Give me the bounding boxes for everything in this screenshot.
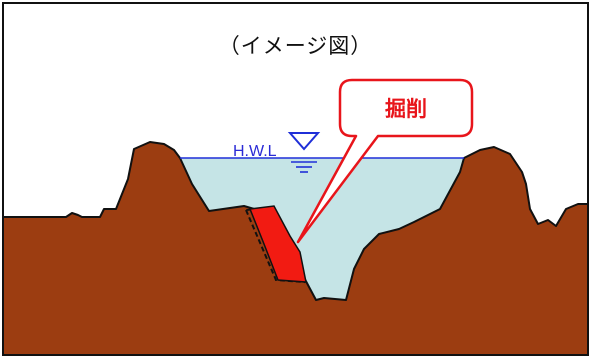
callout-label: 掘削	[385, 97, 427, 121]
callout-bubble	[296, 78, 474, 244]
ground-embankment	[4, 141, 587, 354]
water-level-marker-icon	[287, 132, 321, 173]
diagram-frame: （イメージ図） H.W.L 掘削	[2, 2, 589, 356]
river-water	[180, 158, 464, 300]
diagram-caption: （イメージ図）	[218, 34, 373, 58]
excavation-area	[248, 205, 307, 283]
hwl-label: H.W.L	[233, 143, 277, 160]
river-cross-section-diagram: H.W.L 掘削	[4, 78, 587, 354]
